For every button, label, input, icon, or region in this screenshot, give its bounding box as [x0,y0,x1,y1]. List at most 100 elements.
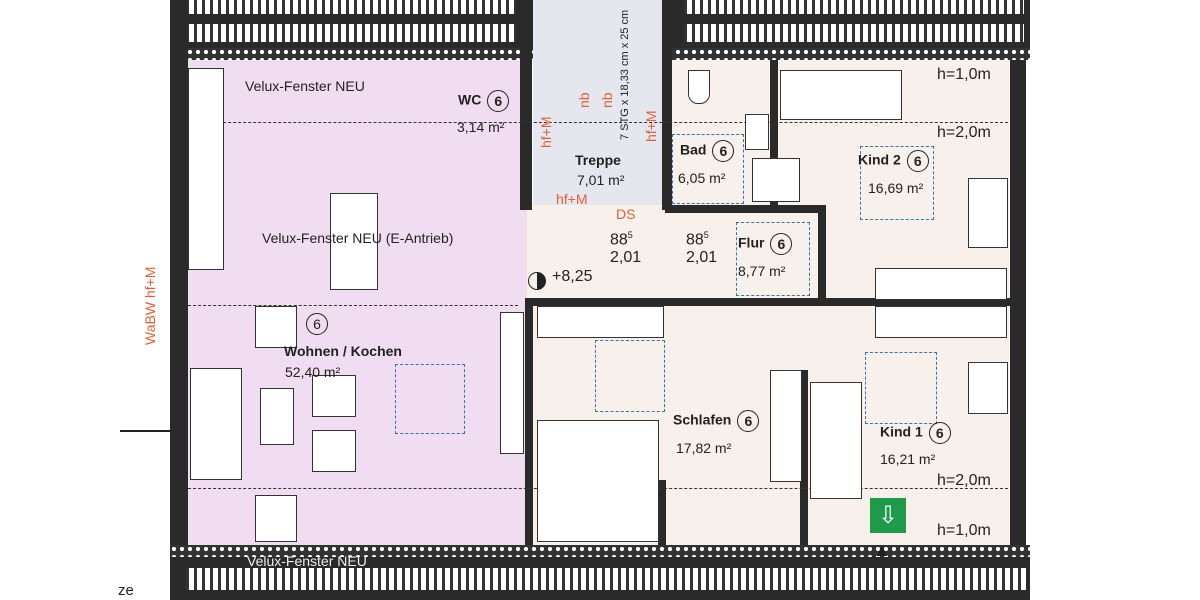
wall-hall-bottom [525,298,1015,306]
room-tag: 6 [712,140,735,162]
sofa [190,368,242,480]
note-nb-2: nb [599,92,615,108]
room-tag: 6 [928,422,951,444]
velux-window-marker [395,364,465,434]
note-hf-m: hf+M [556,191,588,207]
note-ds: DS [616,206,636,222]
living-area [188,60,527,545]
armchair [255,495,297,542]
armchair [255,306,297,348]
room-tag-wohnen: 6 [306,313,328,335]
rafters-top-right [684,0,1024,14]
cut-text: ze [118,582,134,599]
rafters-top-2 [186,24,516,42]
room-area-kind1: 16,21 m² [880,451,936,467]
rafters-top [186,0,516,14]
window-label-middle: Velux-Fenster NEU (E-Antrieb) [262,230,454,246]
door-dim-2: 885 2,01 [686,226,717,267]
room-tag: 6 [770,233,793,255]
window-label-bottom: Velux-Fenster NEU [247,553,367,569]
velux-window-marker [595,340,665,412]
note-wabw: WaBW hf+M [142,266,158,345]
wardrobe-schlafen [537,306,664,338]
room-name: Kind 1 [880,423,923,440]
room-name-treppe: Treppe [575,152,621,168]
room-area-wc: 3,14 m² [457,119,505,135]
room-label-wc: WC 6 [458,90,510,112]
rafters-bottom [186,568,1026,590]
room-name: WC [458,91,482,108]
armchair [312,430,356,472]
room-area-kind2: 16,69 m² [868,180,924,196]
wall-flur-right [818,205,826,305]
room-label-kind2: Kind 2 6 [858,150,929,172]
door-width: 88 [686,231,704,249]
dining-table [330,193,378,290]
room-tag: 6 [737,410,760,432]
shelf [500,312,524,454]
wardrobe-schlafen-side [770,370,802,482]
bed-kind2 [780,70,902,120]
height-label: h=1,0m [937,66,991,83]
double-bed [537,420,659,542]
hall-area [527,205,665,300]
coffee-table [260,388,294,445]
room-name: Bad [680,141,707,158]
wardrobe-kind1 [875,306,1007,338]
room-area-flur: 8,77 m² [738,263,786,279]
door-height: 2,01 [610,249,642,267]
height-label: h=2,0m [937,472,991,489]
velux-window-marker [672,134,744,204]
note-hf-m-stair-right: hf+M [643,110,659,142]
door-width-sup: 5 [703,230,709,240]
velux-window-marker [860,146,934,220]
shower [752,158,800,202]
room-label-kind1: Kind 1 6 [880,422,951,444]
insulation-bottom [170,545,1030,557]
kitchen-counter [188,68,224,270]
wall-left [170,0,188,600]
wall-right [1010,60,1026,545]
note-nb-1: nb [576,92,592,108]
room-name-wohnen: Wohnen / Kochen [284,343,402,359]
velux-window-marker [736,222,810,296]
armchair [312,375,356,417]
room-area-treppe: 7,01 m² [577,172,625,188]
room-tag: 6 [906,150,929,172]
stair-note: 7 STG x 18,33 cm x 25 cm [619,9,631,140]
room-name: Kind 2 [858,151,901,168]
wall-schlafen-left-bottom [658,480,666,550]
room-tag: 6 [487,90,510,112]
wall-stair-right [662,0,672,210]
door-width: 88 [610,231,628,249]
height-line [188,305,518,306]
room-area-wohnen: 52,40 m² [285,364,341,380]
cut-line [120,430,170,432]
desk-kind2 [968,178,1008,248]
height-label: h=1,0m [937,522,991,539]
toilet-bad [688,70,710,104]
height-label: h=2,0m [937,124,991,141]
height-line [188,122,1008,123]
room-name: Schlafen [673,411,732,428]
sink [745,114,769,150]
emergency-exit-icon: ⇩ [870,498,906,533]
room-label-bad: Bad 6 [680,140,735,162]
rafters-top-2r [684,24,1024,42]
wall-stair-left [520,0,532,210]
stair-area [533,0,663,205]
wall-bad-bottom [665,205,825,213]
wardrobe-kind2 [875,268,1007,300]
window-label-top: Velux-Fenster NEU [245,78,365,94]
door-height: 2,01 [686,249,718,267]
room-area-schlafen: 17,82 m² [676,440,732,456]
wall-living-right [525,300,533,600]
velux-window-marker [865,352,937,424]
room-area-bad: 6,05 m² [678,170,726,186]
wall-schlafen-right [800,370,808,545]
bed-kind1 [810,382,862,499]
level-label: +8,25 [552,268,593,285]
level-marker-icon [528,272,546,290]
room-label-schlafen: Schlafen 6 [673,410,760,432]
